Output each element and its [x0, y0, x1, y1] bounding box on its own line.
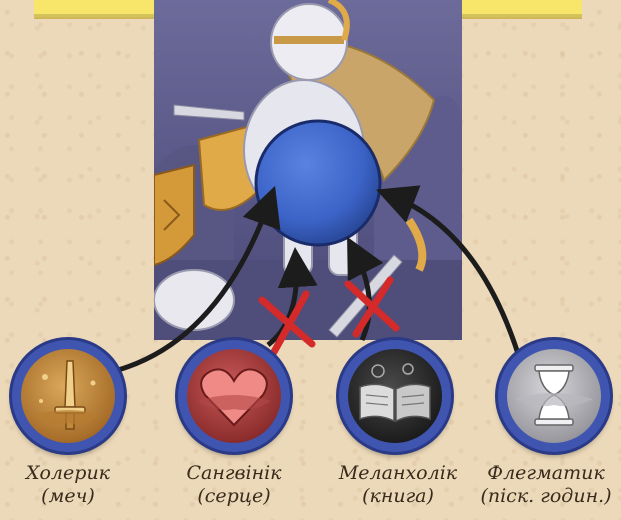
- target-sphere: [256, 121, 380, 245]
- temperament-name: Меланхолік: [318, 462, 478, 485]
- token-choleric-face: [21, 349, 115, 443]
- temperament-name: Флегматик: [472, 462, 620, 485]
- temperament-symbol: (меч): [0, 485, 136, 508]
- token-choleric: [12, 340, 124, 452]
- token-melancholic-face: [348, 349, 442, 443]
- token-phlegmatic: [498, 340, 610, 452]
- label-phlegmatic: Флегматик (піск. годин.): [472, 462, 620, 508]
- token-sanguine-face: [187, 349, 281, 443]
- temperament-symbol: (книга): [318, 485, 478, 508]
- heart-icon: [187, 349, 281, 443]
- label-choleric: Холерик (меч): [0, 462, 136, 508]
- temperament-symbol: (серце): [164, 485, 304, 508]
- temperament-name: Холерик: [0, 462, 136, 485]
- temperament-symbol: (піск. годин.): [472, 485, 620, 508]
- sword-icon: [21, 349, 115, 443]
- token-melancholic: [339, 340, 451, 452]
- temperament-name: Сангвінік: [164, 462, 304, 485]
- red-x-icon: [348, 280, 396, 334]
- label-melancholic: Меланхолік (книга): [318, 462, 478, 508]
- label-sanguine: Сангвінік (серце): [164, 462, 304, 508]
- token-phlegmatic-face: [507, 349, 601, 443]
- hourglass-icon: [507, 349, 601, 443]
- arrow-phlegmatic: [390, 195, 520, 360]
- book-icon: [348, 349, 442, 443]
- token-sanguine: [178, 340, 290, 452]
